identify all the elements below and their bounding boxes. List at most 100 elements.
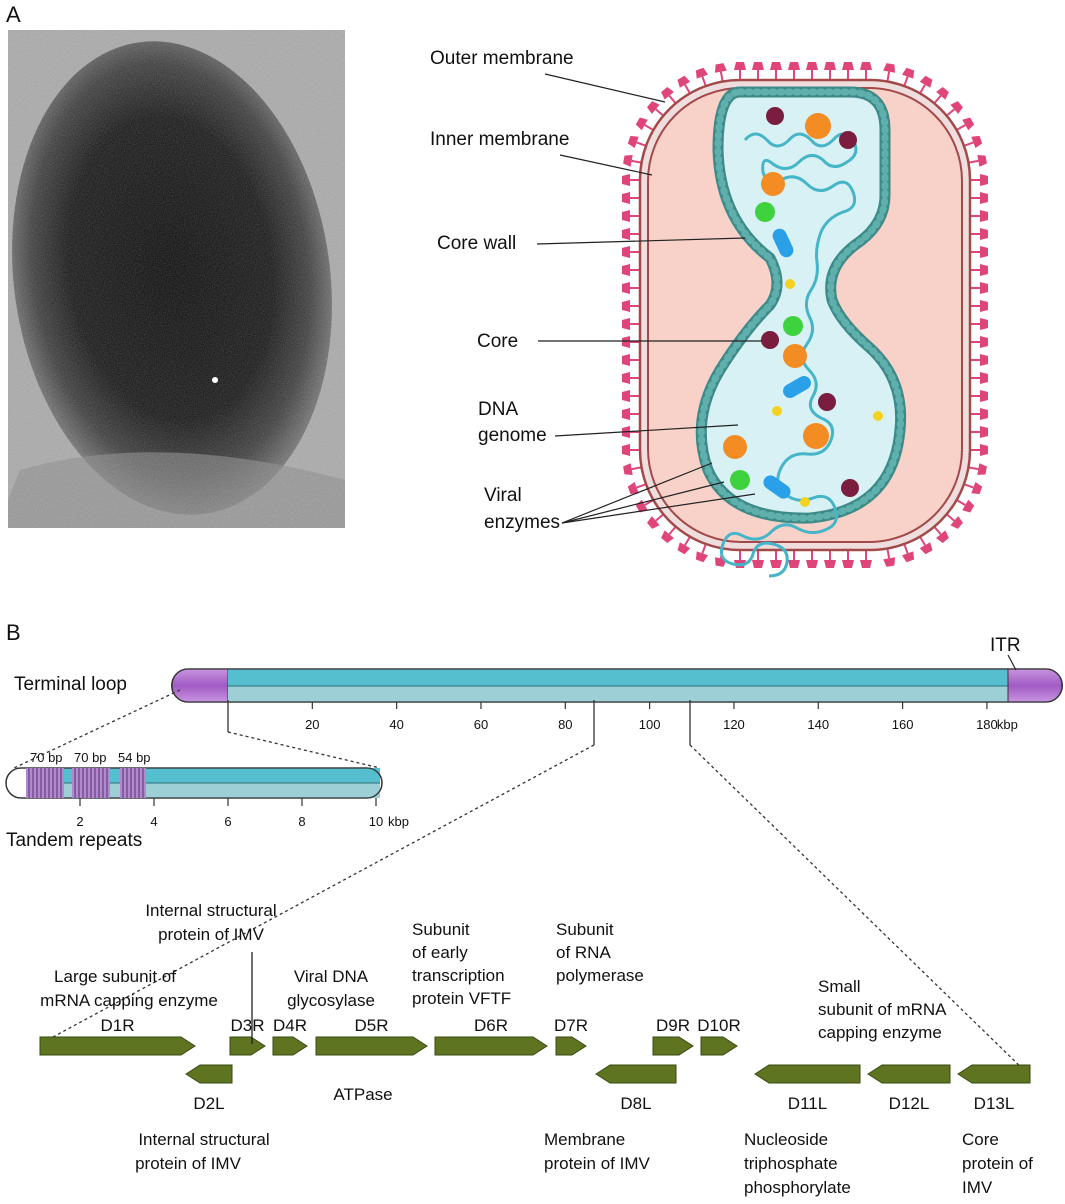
spike — [945, 513, 963, 529]
gene-label: D3R — [230, 1016, 264, 1035]
spike — [695, 67, 709, 87]
anno-d5r-1: ATPase — [333, 1085, 392, 1104]
genome-tick-label: 40 — [389, 717, 403, 732]
spike — [788, 550, 800, 568]
anno-d13l-3: IMV — [962, 1178, 993, 1197]
spike — [970, 246, 988, 258]
spike — [622, 372, 640, 384]
spike — [883, 63, 896, 82]
spike — [970, 354, 988, 366]
inset-unit-label: kbp — [388, 814, 409, 829]
repeat-label-3: 54 bp — [118, 750, 151, 765]
anno-d11l-1: Nucleoside — [744, 1130, 828, 1149]
repeat-block — [120, 768, 146, 798]
spike — [970, 228, 988, 240]
spike — [970, 318, 988, 330]
anno-d4r-1: Viral DNA — [294, 967, 369, 986]
repeat-blocks — [26, 768, 146, 798]
label-core-wall: Core wall — [437, 233, 516, 254]
spike — [963, 481, 983, 495]
spike — [970, 192, 988, 204]
spike — [956, 499, 975, 513]
gene-annotations: Large subunit of mRNA capping enzyme Int… — [40, 901, 1033, 1197]
label-dna-line2: genome — [478, 425, 547, 446]
anno-d6r-4: protein VFTF — [412, 989, 511, 1008]
spike — [752, 550, 764, 568]
spike — [956, 117, 975, 131]
virion-diagram — [622, 62, 988, 578]
repeat-label-2: 70 bp — [74, 750, 107, 765]
genome-tick-label: 120 — [723, 717, 745, 732]
spike — [622, 264, 640, 276]
gene-d2l: D2L — [185, 1064, 233, 1113]
anno-d8l-2: protein of IMV — [544, 1154, 650, 1173]
spike — [901, 67, 915, 87]
spike — [970, 264, 988, 276]
spike — [752, 62, 764, 80]
anno-d1r-1: Large subunit of — [54, 967, 176, 986]
gene-label: D12L — [889, 1094, 930, 1113]
spike — [968, 463, 987, 476]
spike — [970, 282, 988, 294]
spike — [933, 87, 949, 105]
spike — [647, 101, 665, 117]
core-wall-beads — [697, 88, 905, 522]
spike — [714, 63, 727, 82]
gene-label: D8L — [620, 1094, 651, 1113]
spike — [622, 408, 640, 420]
anno-d8l-1: Membrane — [544, 1130, 625, 1149]
spike — [627, 135, 647, 149]
spike — [623, 154, 642, 167]
spike — [788, 62, 800, 80]
spike — [963, 135, 983, 149]
spike — [695, 543, 709, 563]
gene-label: D1R — [100, 1016, 134, 1035]
genome-tick-label: 80 — [558, 717, 572, 732]
label-core: Core — [477, 331, 518, 352]
gene-label: D10R — [697, 1016, 740, 1035]
spike — [970, 372, 988, 384]
spike — [970, 336, 988, 348]
gene-d7r: D7R — [554, 1016, 588, 1056]
spike — [622, 318, 640, 330]
spike — [806, 62, 818, 80]
spike — [842, 550, 854, 568]
anno-d7r-1: Subunit — [556, 920, 614, 939]
gene-d1r: D1R — [39, 1016, 196, 1056]
inset-tick-label: 10 — [369, 814, 383, 829]
spike — [622, 336, 640, 348]
spike — [842, 62, 854, 80]
gene-label: D5R — [354, 1016, 388, 1035]
gene-d6r: D6R — [434, 1016, 548, 1056]
spike — [627, 481, 647, 495]
label-enzymes-line2: enzymes — [484, 512, 560, 533]
gene-label: D11L — [788, 1094, 827, 1113]
spike — [661, 525, 677, 543]
anno-d2l-2: protein of IMV — [135, 1154, 241, 1173]
spike — [883, 548, 896, 567]
gene-label: D2L — [193, 1094, 224, 1113]
label-enzymes-line1: Viral — [484, 485, 522, 506]
spike — [970, 390, 988, 402]
genome-tick-label: 20 — [305, 717, 319, 732]
genome-tick-label: 140 — [807, 717, 829, 732]
spike — [970, 174, 988, 186]
anno-d3r-2: protein of IMV — [158, 925, 264, 944]
gene-d13l: D13L — [957, 1064, 1031, 1113]
zoom-lines — [13, 689, 1029, 1075]
anno-d6r-2: of early — [412, 943, 468, 962]
spike — [945, 101, 963, 117]
spike — [770, 62, 782, 80]
spike — [622, 444, 640, 456]
spike — [970, 300, 988, 312]
panel-a-letter: A — [6, 2, 21, 27]
spike — [622, 210, 640, 222]
spike — [901, 543, 915, 563]
spike — [622, 174, 640, 186]
anno-d7r-3: polymerase — [556, 966, 644, 985]
inset-tick-label: 2 — [76, 814, 83, 829]
